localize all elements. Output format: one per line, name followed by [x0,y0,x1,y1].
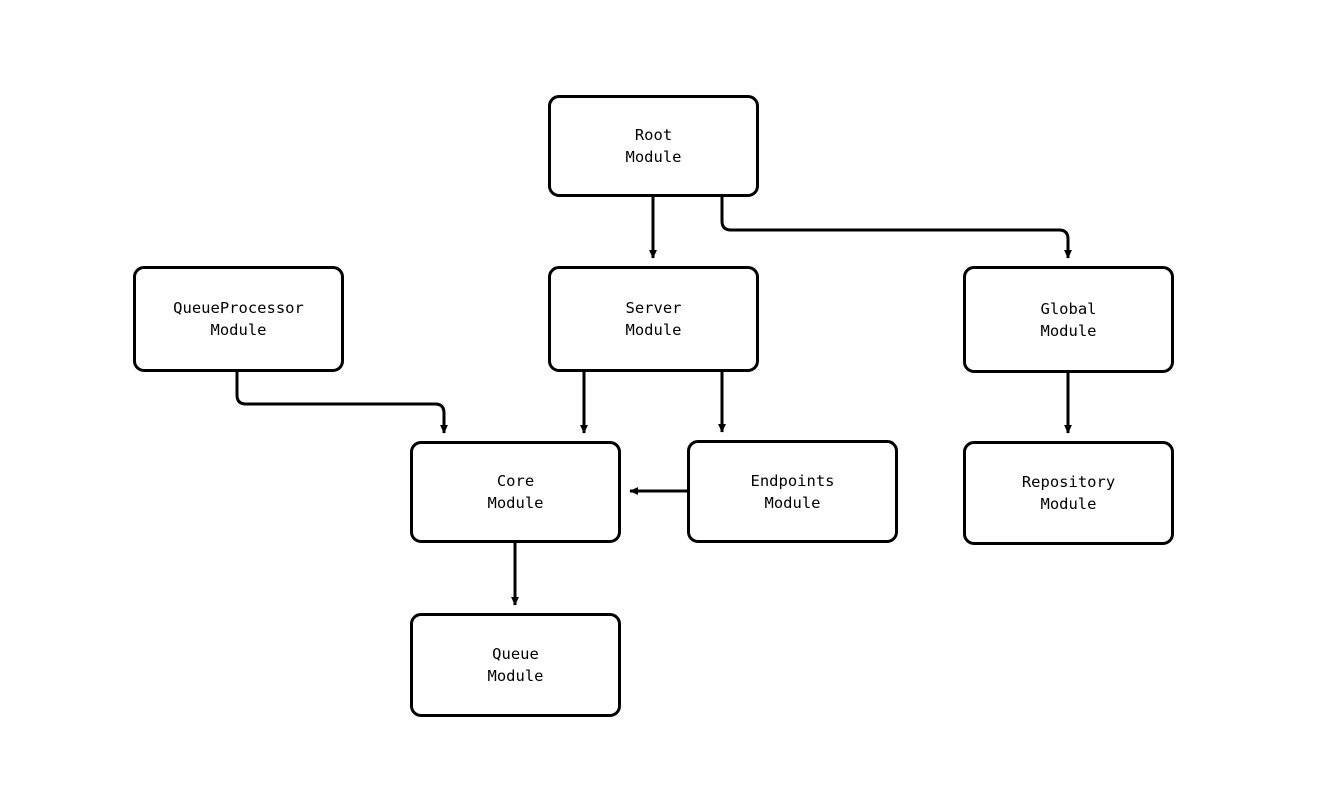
node-global-module-label: Global Module [1040,299,1097,340]
node-queue-module-label: Queue Module [487,645,544,685]
node-queueprocessor-module[interactable]: QueueProcessor Module [133,266,344,372]
node-root-module[interactable]: Root Module [548,95,759,197]
node-global-module[interactable]: Global Module [963,266,1174,373]
node-core-module[interactable]: Core Module [410,441,621,543]
node-endpoints-module[interactable]: Endpoints Module [687,440,898,543]
node-repository-module[interactable]: Repository Module [963,441,1174,545]
node-repository-module-label: Repository Module [1021,473,1116,513]
node-endpoints-module-label: Endpoints Module [750,471,835,512]
node-server-module[interactable]: Server Module [548,266,759,372]
edge-queueprocessor-to-core [235,372,448,434]
node-root-module-label: Root Module [625,126,682,166]
node-core-module-label: Core Module [487,472,544,512]
node-queue-module[interactable]: Queue Module [410,613,621,717]
edge-root-to-global [720,197,1072,259]
node-server-module-label: Server Module [625,299,682,339]
node-queueprocessor-module-label: QueueProcessor Module [173,299,304,339]
